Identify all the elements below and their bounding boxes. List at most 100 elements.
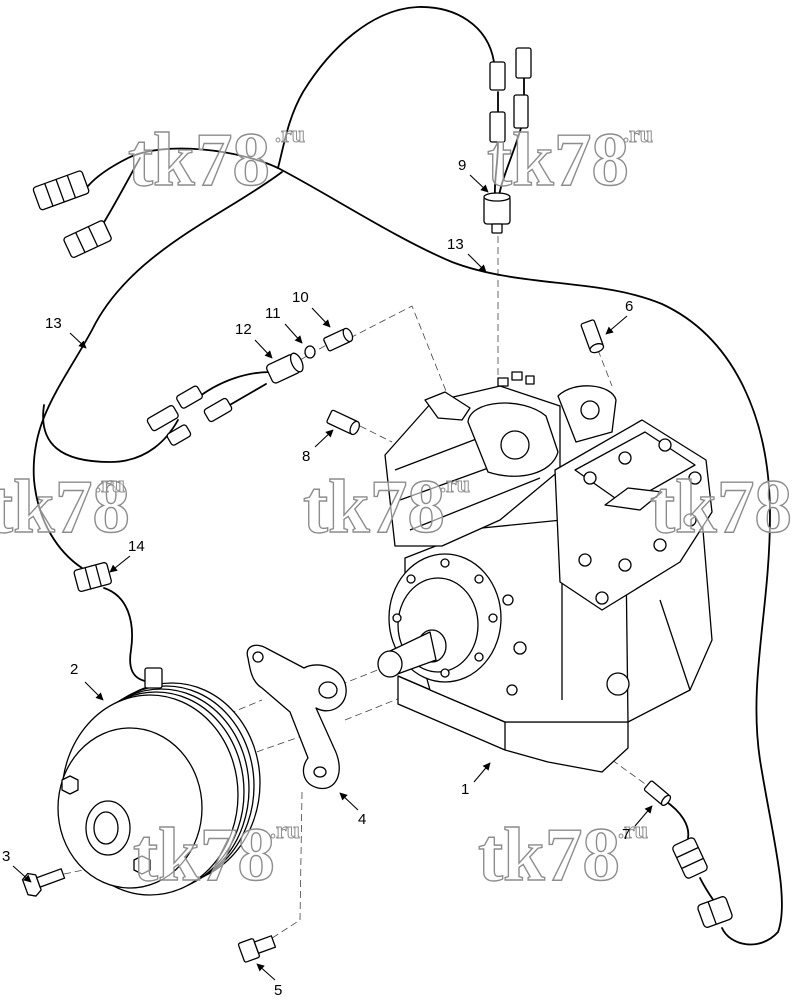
arrow-8 [314, 429, 334, 448]
bracket-hole [313, 766, 327, 778]
bolt-5 [237, 935, 277, 963]
callout-1: 1 [461, 781, 469, 798]
hub-bolt [61, 775, 79, 795]
arrow-9 [469, 174, 489, 193]
washer-11 [304, 345, 316, 359]
sensors-and-fittings [266, 192, 672, 806]
body-bolt [513, 641, 527, 655]
valve-cap [500, 430, 530, 460]
clutch-lead-wire [103, 587, 151, 683]
harness-connectors [32, 47, 733, 928]
sensor-12 [266, 352, 304, 384]
sensor-7-plug-a [672, 837, 708, 879]
callout-8: 8 [302, 448, 310, 465]
service-valve-cap [580, 400, 600, 420]
callout-arrows [12, 174, 653, 981]
sensor-7 [643, 780, 672, 806]
leader-bolt-5 [265, 791, 303, 943]
leader-fitting-6 [597, 349, 613, 387]
watermark-suffix: .ru [440, 472, 470, 498]
arrow-13-left [69, 332, 87, 349]
callout-13: 13 [45, 315, 62, 332]
top-ports [497, 371, 535, 387]
sensor-7-plug-b [697, 896, 733, 928]
arrow-4 [339, 792, 359, 811]
hub-bore [93, 811, 119, 845]
clutch-pulley [57, 667, 261, 896]
callout-9: 9 [458, 157, 466, 174]
wiring-harness [32, 6, 783, 946]
harness-to-plugs [87, 147, 279, 187]
watermark-text: tk78 [303, 465, 445, 549]
sensor-9-leads [493, 77, 525, 197]
harness-top-loop [277, 6, 495, 169]
watermark-suffix: .ru [623, 122, 653, 148]
harness-left-drop [32, 171, 283, 569]
arrow-12 [254, 339, 273, 359]
watermark-text: tk78 [650, 465, 792, 549]
harness-branch-12 [199, 371, 271, 407]
callout-12: 12 [235, 321, 252, 338]
oil-plug [606, 672, 630, 696]
arrow-11 [284, 323, 303, 344]
arrow-2 [84, 681, 104, 701]
arrow-7 [634, 805, 653, 827]
connector-top-a [489, 61, 506, 91]
leader-fitting-10 [349, 305, 449, 397]
leader-fitting-8 [359, 425, 393, 443]
coil-lead-tab [144, 667, 163, 689]
compressor [377, 371, 713, 773]
fitting-6 [580, 319, 605, 354]
arrow-13-right [467, 253, 487, 273]
connector-14 [73, 562, 112, 593]
watermark-suffix: .ru [275, 122, 305, 148]
bracket-hole [252, 651, 264, 663]
pressure-switch-9 [483, 192, 511, 234]
callout-3: 3 [2, 848, 10, 865]
callout-labels: 9 13 13 12 11 10 6 8 14 2 1 4 7 3 5 [2, 157, 633, 999]
harness-right-run [277, 167, 783, 946]
logo-plate [604, 487, 663, 511]
bolt-3 [21, 868, 66, 897]
arrow-3 [12, 865, 32, 883]
connector-3pin [32, 170, 90, 211]
fitting-8 [326, 409, 361, 436]
connector-top-b [515, 47, 532, 79]
discharge-port [424, 391, 471, 421]
head-bolts [578, 438, 702, 605]
callout-13: 13 [447, 236, 464, 253]
callout-7: 7 [622, 826, 630, 843]
arrow-1 [473, 762, 491, 783]
body-bolt [506, 684, 518, 696]
hub-bolt [133, 855, 151, 875]
connector-cluster [146, 385, 233, 446]
connector-mid-b [513, 94, 529, 129]
watermark-text: tk78 [487, 118, 629, 202]
fitting-10 [323, 327, 354, 352]
callout-14: 14 [128, 538, 145, 555]
arrow-5 [256, 963, 276, 981]
watermark-suffix: .ru [95, 472, 125, 498]
callout-2: 2 [70, 661, 78, 678]
arrow-14 [109, 555, 131, 573]
watermark-suffix: .ru [270, 818, 300, 844]
callout-6: 6 [625, 298, 633, 315]
mounting-bracket [246, 644, 347, 790]
connector-2pin [63, 220, 112, 259]
bracket-plate [246, 644, 347, 790]
harness-left-loop [42, 404, 179, 463]
arrow-10 [311, 307, 331, 328]
watermark-text: tk78 [133, 813, 275, 897]
arrow-6 [605, 315, 628, 335]
bracket-hole [318, 681, 338, 699]
connector-mid-a [489, 111, 506, 143]
body-bolt [502, 594, 514, 606]
watermarks: tk78 .ru tk78 .ru tk78 .ru tk78 .ru tk78… [0, 117, 793, 897]
callout-4: 4 [358, 811, 366, 828]
callout-5: 5 [274, 982, 282, 999]
watermark-text: tk78 [128, 118, 270, 202]
watermark-text: tk78 [478, 813, 620, 897]
shaft-end [377, 650, 403, 678]
callout-10: 10 [292, 289, 309, 306]
